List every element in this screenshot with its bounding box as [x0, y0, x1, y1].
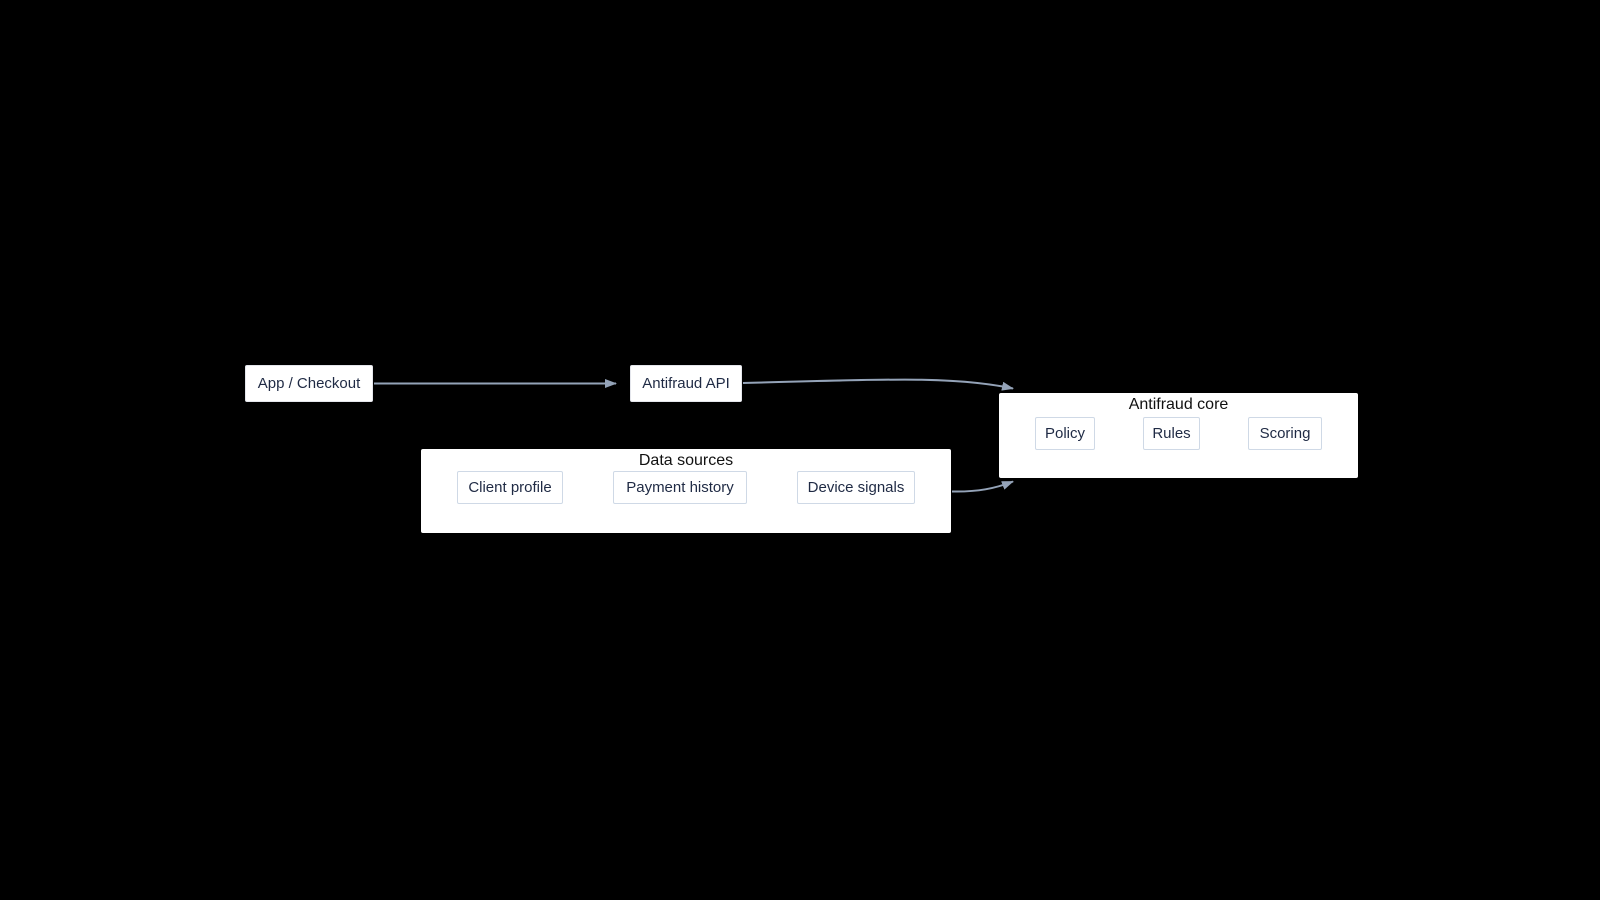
- node-data-sources: Data sources Client profile Payment hist…: [421, 449, 951, 533]
- node-rules: Rules: [1143, 417, 1200, 450]
- arrow-api-to-core: [742, 378, 1014, 391]
- data-sources-title: Data sources: [638, 452, 734, 469]
- node-policy: Policy: [1035, 417, 1095, 450]
- node-device-signals: Device signals: [797, 471, 915, 504]
- node-antifraud-core: Antifraud core Policy Rules Scoring: [999, 393, 1358, 478]
- antifraud-core-title: Antifraud core: [1128, 396, 1229, 413]
- node-antifraud-api: Antifraud API: [630, 365, 742, 402]
- node-payment-history: Payment history: [613, 471, 747, 504]
- arrow-datasources-to-core: [951, 480, 1014, 493]
- node-scoring: Scoring: [1248, 417, 1322, 450]
- node-app-checkout: App / Checkout: [245, 365, 373, 402]
- node-client-profile: Client profile: [457, 471, 563, 504]
